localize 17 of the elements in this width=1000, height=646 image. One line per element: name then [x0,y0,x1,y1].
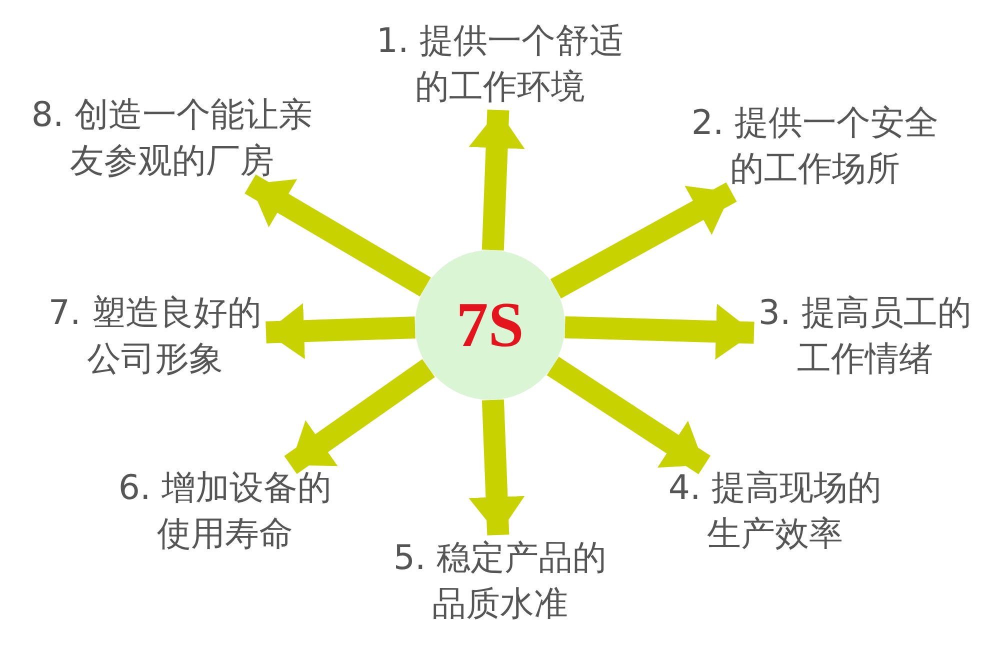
arrow [468,400,525,536]
arrow [266,303,416,360]
goal-text: 3. 提高员工的工作情绪 [754,290,976,382]
arrow [550,182,737,298]
goal-text: 4. 提高现场的生产效率 [664,465,886,557]
goal-text: 5. 稳定产品的品质水准 [389,535,611,627]
goal-text: 1. 提供一个舒适的工作环境 [371,18,629,110]
arrow [546,356,711,474]
arrow [244,174,431,296]
center-circle: 7S [415,250,565,400]
arrow [564,304,754,360]
goal-text: 7. 塑造良好的公司形象 [44,290,266,382]
arrow [468,110,525,250]
goal-text: 8. 创造一个能让亲友参观的厂房 [27,92,317,184]
arrow [284,359,435,474]
goal-text: 2. 提供一个安全的工作场所 [686,100,944,192]
goal-text: 6. 增加设备的使用寿命 [114,465,336,557]
